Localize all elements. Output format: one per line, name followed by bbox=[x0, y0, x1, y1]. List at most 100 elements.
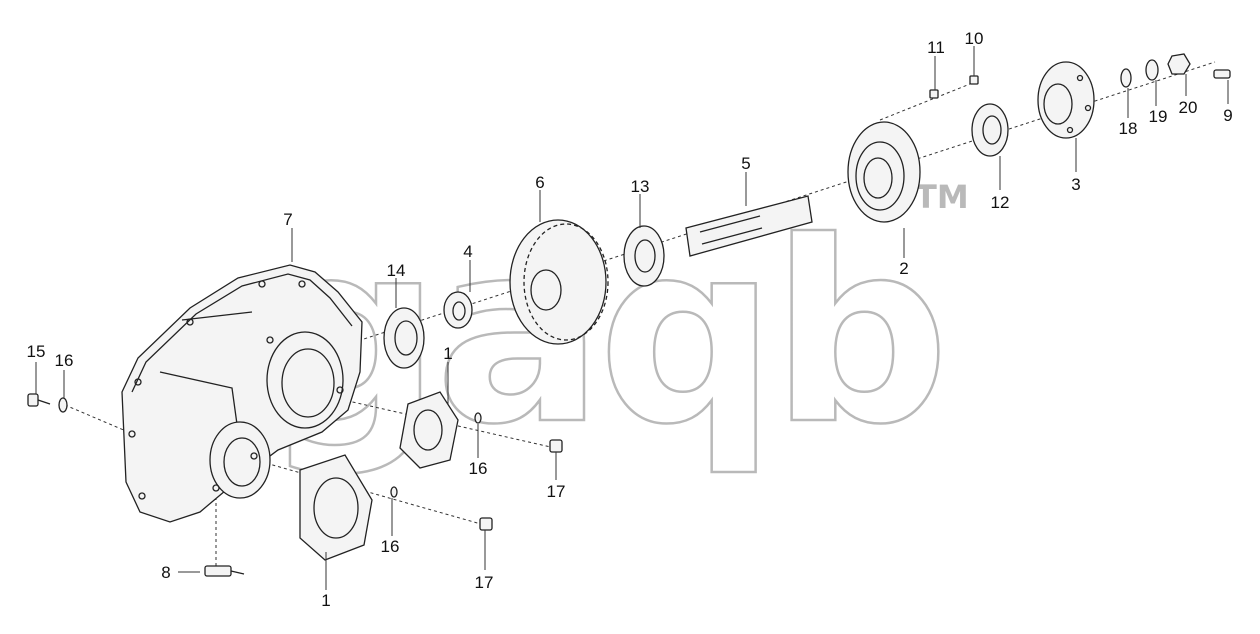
callout-1-upper: 1 bbox=[443, 344, 452, 363]
washer-part-16-lower bbox=[390, 486, 398, 498]
bearing-outer bbox=[623, 225, 665, 287]
callout-16-left: 16 bbox=[55, 351, 74, 370]
spacer-ring bbox=[443, 291, 473, 329]
bolt-10-axis bbox=[879, 81, 976, 121]
bearing-outer bbox=[383, 307, 425, 369]
leader-lines bbox=[35, 46, 1229, 590]
plug-tail bbox=[230, 570, 245, 575]
housing-bolt-hole bbox=[212, 484, 220, 492]
callout-1-lower: 1 bbox=[321, 591, 330, 610]
housing-bore bbox=[855, 141, 905, 211]
flange-hub bbox=[1043, 83, 1073, 125]
watermark: gaqb TM bbox=[261, 178, 969, 480]
cover-outline bbox=[299, 454, 373, 561]
cover-bore bbox=[413, 409, 443, 451]
housing-bolt-hole bbox=[258, 280, 266, 288]
callout-19: 19 bbox=[1149, 107, 1168, 126]
seal-part-12 bbox=[971, 103, 1009, 157]
housing-bolt-hole bbox=[134, 378, 142, 386]
housing-bolt-hole bbox=[250, 452, 258, 460]
callout-6: 6 bbox=[535, 173, 544, 192]
bolt-part-10 bbox=[969, 75, 979, 85]
bearing-part-14 bbox=[383, 307, 425, 369]
seal-inner bbox=[982, 115, 1002, 145]
spacer-part-4 bbox=[443, 291, 473, 329]
gear-teeth-ring bbox=[523, 223, 609, 341]
callout-4: 4 bbox=[463, 242, 472, 261]
watermark-logo: gaqb bbox=[262, 188, 944, 479]
callout-16-upper: 16 bbox=[469, 459, 488, 478]
housing-bolt-hole bbox=[336, 386, 344, 394]
housing-flange bbox=[847, 121, 921, 223]
callouts: 7 14 4 6 13 5 11 10 2 12 3 18 19 20 9 15… bbox=[27, 29, 1233, 610]
upper-bolt-axis bbox=[334, 397, 556, 449]
lower-bolt-axis bbox=[254, 459, 489, 527]
bolt-head bbox=[27, 393, 39, 407]
washer-part-19 bbox=[1145, 59, 1159, 81]
bearing-inner bbox=[634, 239, 656, 273]
spacer-hole bbox=[452, 301, 466, 321]
shaft-spline bbox=[699, 215, 761, 233]
watermark-trademark: TM bbox=[915, 178, 969, 216]
callout-12: 12 bbox=[991, 193, 1010, 212]
callout-13: 13 bbox=[631, 177, 650, 196]
bolt-part-17-lower bbox=[479, 517, 493, 531]
pin-part-9 bbox=[1213, 69, 1231, 79]
housing-bolt-hole bbox=[186, 318, 194, 326]
shaft-spline bbox=[701, 227, 763, 245]
housing-bolt-hole bbox=[128, 430, 136, 438]
housing-body bbox=[121, 264, 363, 523]
bolt-head bbox=[479, 517, 493, 531]
gear-hub bbox=[530, 269, 562, 311]
nut-part-11 bbox=[929, 89, 939, 99]
bearing-housing-part-2 bbox=[847, 121, 921, 223]
callout-5: 5 bbox=[741, 154, 750, 173]
bearing-part-13 bbox=[623, 225, 665, 287]
housing-seat bbox=[863, 157, 893, 199]
housing-part-7 bbox=[121, 264, 363, 523]
flange-hole bbox=[1066, 126, 1074, 134]
callout-8: 8 bbox=[161, 563, 170, 582]
callout-11: 11 bbox=[927, 38, 945, 57]
callout-7: 7 bbox=[283, 210, 292, 229]
shaft-part-5 bbox=[685, 195, 813, 257]
callout-16-lower: 16 bbox=[381, 537, 400, 556]
flange-hole bbox=[1076, 74, 1084, 82]
callout-17-lower: 17 bbox=[475, 573, 494, 592]
cover-part-1-lower bbox=[299, 454, 373, 561]
callout-15: 15 bbox=[27, 342, 46, 361]
seal-outer bbox=[971, 103, 1009, 157]
housing-bore-upper bbox=[266, 331, 344, 429]
callout-20: 20 bbox=[1179, 98, 1198, 117]
bolt-shank bbox=[37, 399, 51, 405]
housing-bolt-hole bbox=[266, 336, 274, 344]
nut-part-20 bbox=[1167, 53, 1191, 75]
plug-body bbox=[204, 565, 232, 577]
flange-part-3 bbox=[1037, 61, 1095, 139]
housing-bolt-hole bbox=[138, 492, 146, 500]
callout-3: 3 bbox=[1071, 175, 1080, 194]
shaft-body bbox=[685, 195, 813, 257]
callout-17-upper: 17 bbox=[547, 482, 566, 501]
callout-2: 2 bbox=[899, 259, 908, 278]
housing-bore-upper-inner bbox=[281, 348, 335, 418]
gear-body bbox=[509, 219, 607, 345]
callout-9: 9 bbox=[1223, 106, 1232, 125]
cover-bore bbox=[313, 477, 359, 539]
bolt-head bbox=[549, 439, 563, 453]
housing-bolt-hole bbox=[298, 280, 306, 288]
plug-part-8 bbox=[204, 565, 245, 577]
washer-part-18 bbox=[1120, 68, 1132, 88]
bearing-inner bbox=[394, 320, 418, 356]
gear-part-6 bbox=[509, 219, 609, 345]
housing-flange-edge bbox=[131, 273, 353, 393]
cover-part-1-upper bbox=[399, 391, 459, 469]
callout-14: 14 bbox=[387, 261, 406, 280]
callout-10: 10 bbox=[965, 29, 984, 48]
washer-part-16-upper bbox=[474, 412, 482, 424]
washer-part-16 bbox=[58, 397, 68, 413]
callout-18: 18 bbox=[1119, 119, 1138, 138]
flange-hole bbox=[1084, 104, 1092, 112]
bolt-part-17-upper bbox=[549, 439, 563, 453]
